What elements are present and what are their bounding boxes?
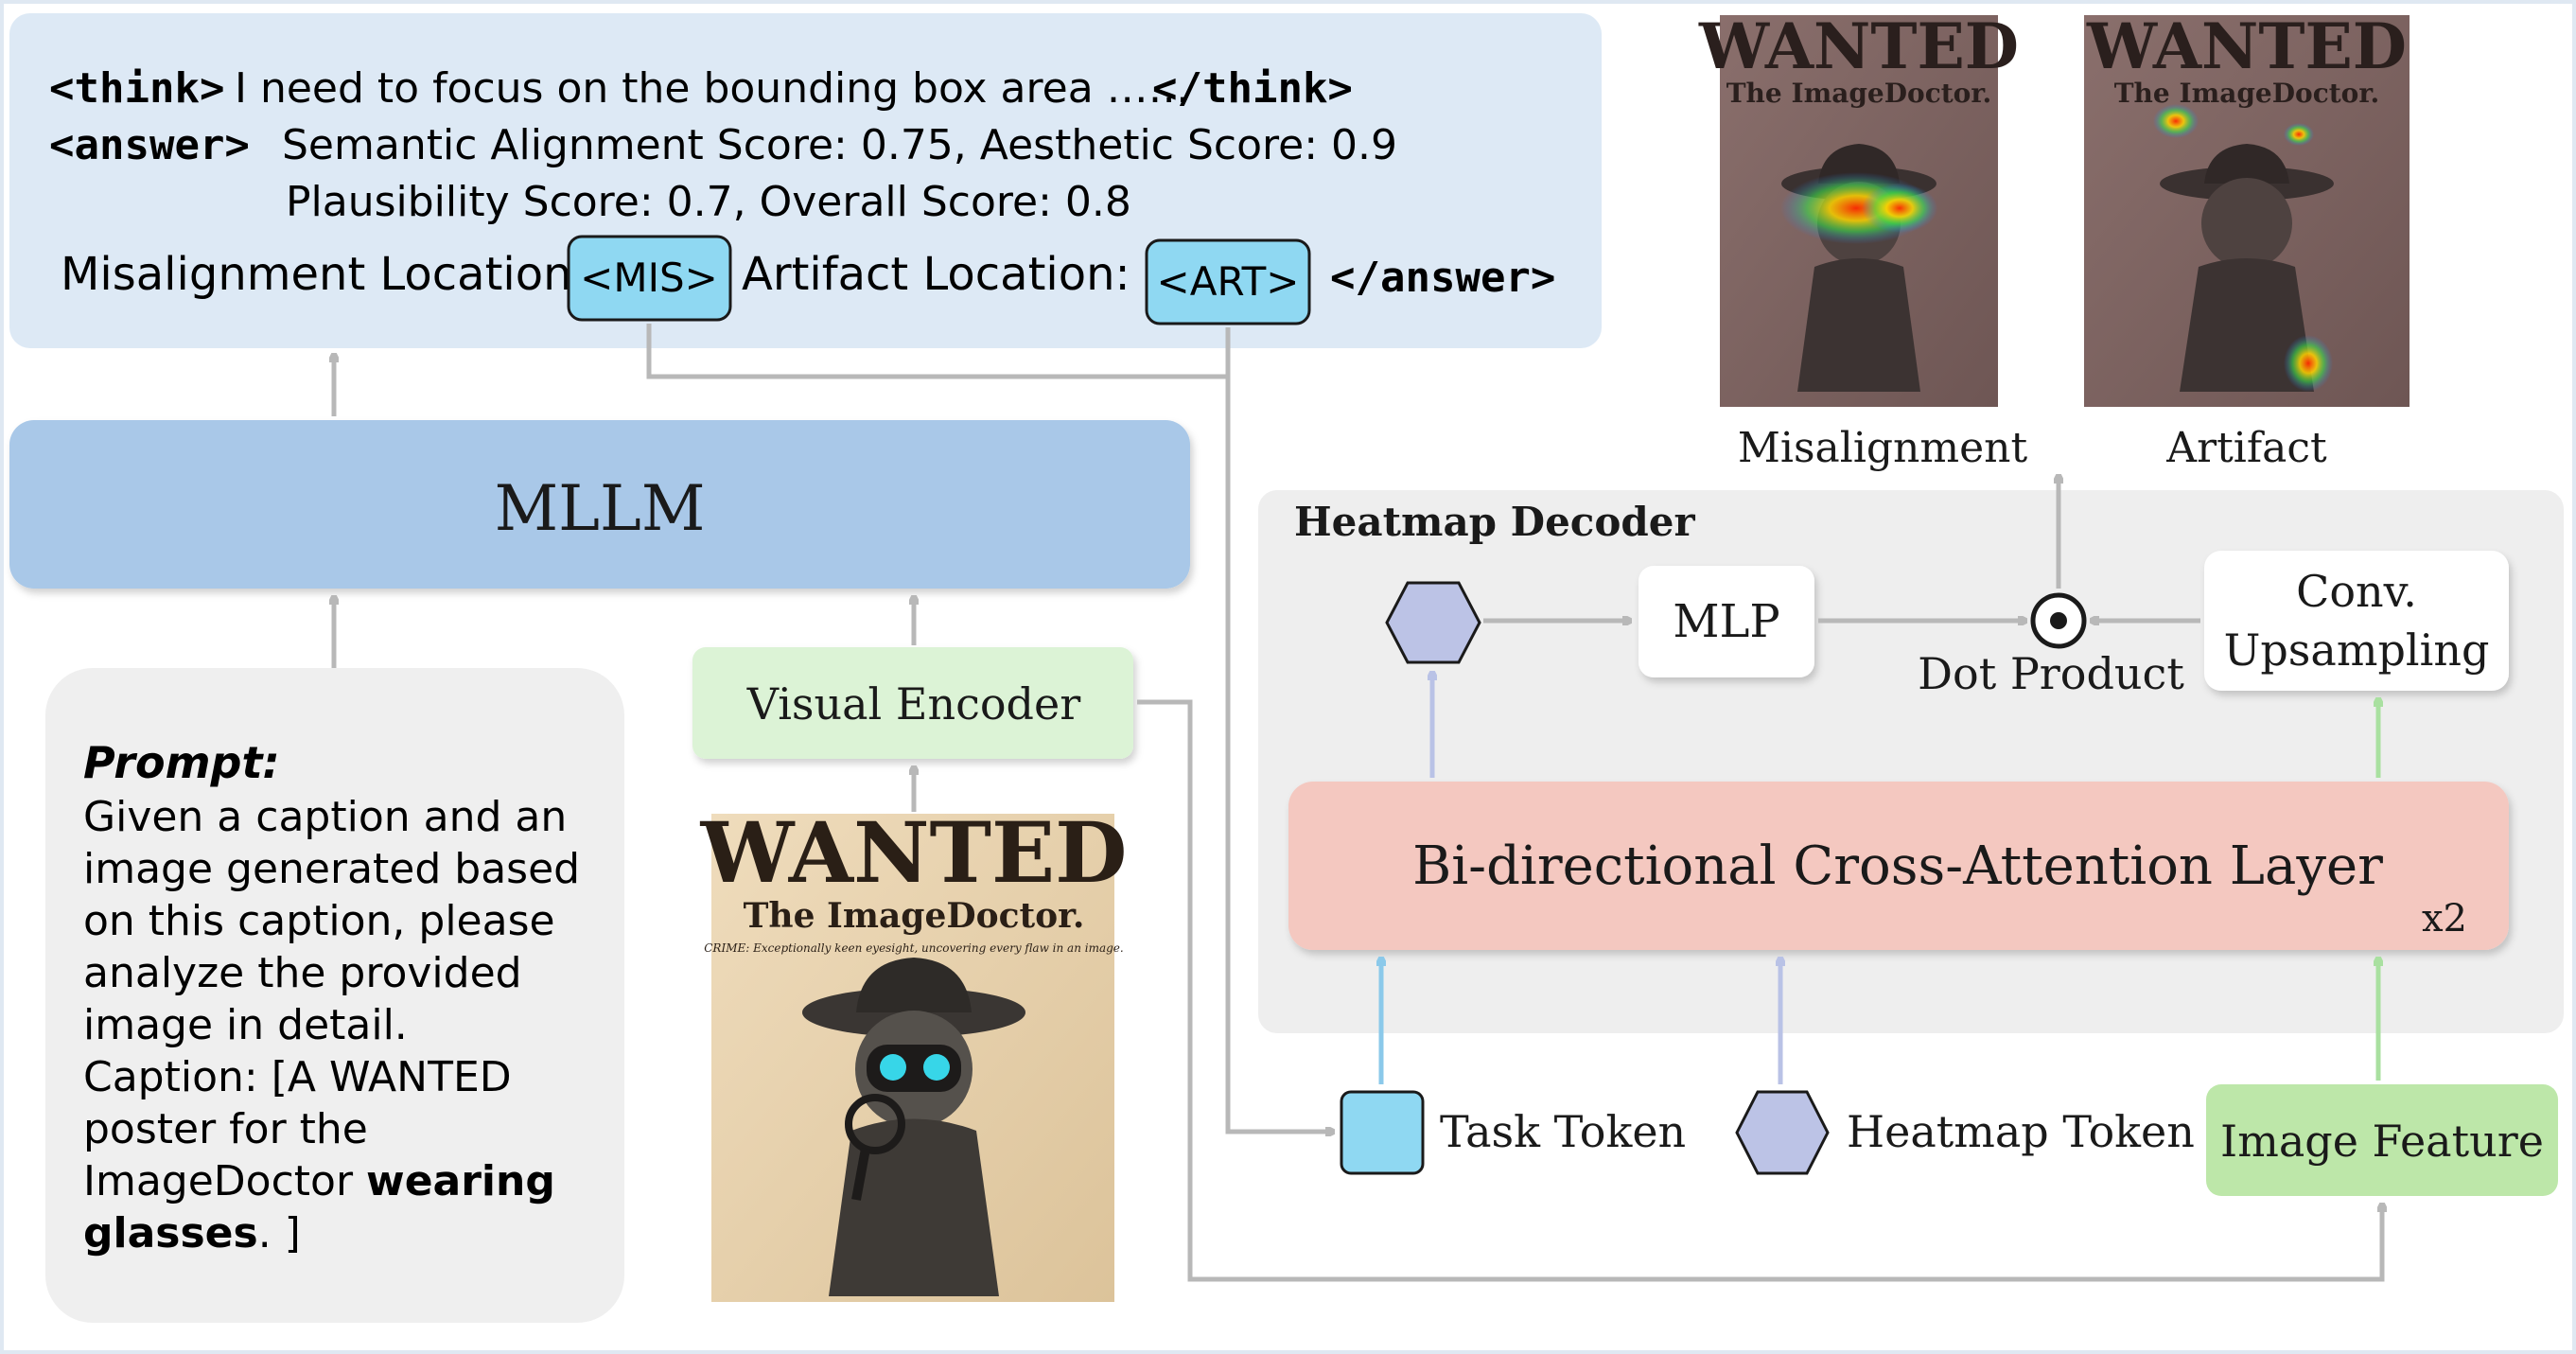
cross-attention-label: Bi-directional Cross-Attention Layer [1412, 835, 2383, 897]
prompt-line: analyze the provided [83, 949, 522, 997]
answer-scores-line1: Semantic Alignment Score: 0.75, Aestheti… [282, 121, 1397, 169]
art-token-label: <ART> [1157, 258, 1300, 305]
prompt-line: poster for the [83, 1105, 368, 1153]
prompt-line: image generated based [83, 845, 580, 893]
repeat-count-label: x2 [2422, 897, 2467, 941]
prompt-line: glasses. ] [83, 1209, 301, 1257]
heatmap-token-label: Heatmap Token [1847, 1106, 2195, 1157]
prompt-line: Given a caption and an [83, 793, 567, 841]
heatmap-hotspot [2153, 104, 2199, 138]
mis-token-box [567, 235, 732, 322]
cross-attention-box [1288, 782, 2509, 950]
dot-product-icon-center [2050, 612, 2067, 629]
heatmap-token-embedding-icon [1385, 581, 1481, 664]
connector-mis-token [646, 324, 1228, 379]
think-text: I need to focus on the bounding box area… [235, 64, 1190, 113]
connector-encoder-to-image-feature [1137, 699, 2382, 1282]
heatmap-poster-name: The ImageDoctor. [2114, 78, 2380, 109]
prompt-line: image in detail. [83, 1001, 408, 1049]
prompt-line: on this caption, please [83, 897, 555, 945]
dot-product-node: Dot Product [1918, 592, 2184, 699]
visual-encoder-block: Visual Encoder [692, 647, 1133, 759]
prompt-caption-normal: . ] [258, 1209, 301, 1257]
prompt-line: ImageDoctor wearing [83, 1157, 555, 1205]
misalignment-heatmap-image: WANTED The ImageDoctor. [1698, 9, 2019, 407]
mlp-box [1638, 566, 1814, 677]
poster-crime: CRIME: Exceptionally keen eyesight, unco… [704, 941, 1123, 955]
detective-robot-figure [2160, 144, 2334, 392]
think-open-tag: <think> [49, 64, 224, 113]
mllm-label: MLLM [495, 472, 706, 545]
heatmap-token-legend: Heatmap Token [1735, 1090, 2195, 1175]
mlp-block: MLP [1638, 566, 1814, 677]
task-token-icon [1340, 1090, 1425, 1175]
dot-product-label: Dot Product [1918, 648, 2184, 699]
heatmap-poster-name: The ImageDoctor. [1726, 78, 1992, 109]
answer-close-tag: </answer> [1330, 254, 1555, 302]
heatmap-poster-headline: WANTED [2086, 9, 2407, 83]
mllm-block: MLLM [9, 420, 1190, 589]
artifact-caption: Artifact [2165, 424, 2327, 472]
conv-upsampling-block: Conv. Upsampling [2204, 551, 2509, 691]
poster-headline: WANTED [700, 803, 1128, 902]
task-token-legend: Task Token [1340, 1090, 1686, 1175]
image-feature-label: Image Feature [2220, 1116, 2544, 1167]
prompt-caption-bold: glasses [83, 1209, 258, 1257]
wanted-poster-image: WANTED The ImageDoctor. CRIME: Exception… [700, 803, 1128, 1302]
heatmap-token-icon [1735, 1090, 1830, 1175]
prompt-title: Prompt: [83, 737, 280, 788]
mllm-box [9, 420, 1190, 589]
misalignment-caption: Misalignment [1738, 424, 2028, 472]
prompt-box-background [45, 668, 624, 1323]
image-feature-block: Image Feature [2206, 1084, 2558, 1196]
visual-encoder-box [692, 647, 1133, 759]
misalignment-location-label: Misalignment Location: [61, 248, 587, 301]
task-token-label: Task Token [1440, 1106, 1686, 1157]
conv-upsampling-box [2204, 551, 2509, 691]
detective-robot-figure [802, 958, 1025, 1296]
heatmap-poster-headline: WANTED [1698, 9, 2019, 83]
mlp-label: MLP [1673, 595, 1779, 648]
heatmap-hotspot [2284, 335, 2333, 392]
connector-art-token-to-task-token [1225, 327, 1332, 1132]
answer-open-tag: <answer> [49, 121, 250, 169]
cross-attention-block: Bi-directional Cross-Attention Layer x2 [1288, 782, 2509, 950]
artifact-heatmap-image: WANTED The ImageDoctor. [2084, 9, 2410, 407]
mis-token-label: <MIS> [580, 255, 718, 301]
image-feature-box [2206, 1084, 2558, 1196]
visual-encoder-label: Visual Encoder [746, 678, 1080, 730]
prompt-caption-bold: wearing [366, 1157, 555, 1205]
prompt-caption-normal: ImageDoctor [83, 1157, 366, 1205]
art-token-box [1145, 238, 1311, 325]
heatmap-hotspot [2284, 123, 2314, 146]
artifact-location-label: Artifact Location: [742, 248, 1130, 301]
prompt-line: Caption: [A WANTED [83, 1053, 512, 1101]
prompt-box: Prompt: Given a caption and an image gen… [45, 668, 624, 1323]
conv-label-line2: Upsampling [2224, 624, 2490, 676]
conv-label-line1: Conv. [2296, 566, 2417, 617]
think-close-tag: </think> [1152, 64, 1353, 113]
output-box: <think> I need to focus on the bounding … [9, 13, 1602, 348]
poster-name: The ImageDoctor. [744, 896, 1085, 936]
heatmap-hotspot [1862, 184, 1937, 233]
decoder-title: Heatmap Decoder [1294, 499, 1695, 545]
answer-scores-line2: Plausibility Score: 0.7, Overall Score: … [286, 178, 1131, 226]
